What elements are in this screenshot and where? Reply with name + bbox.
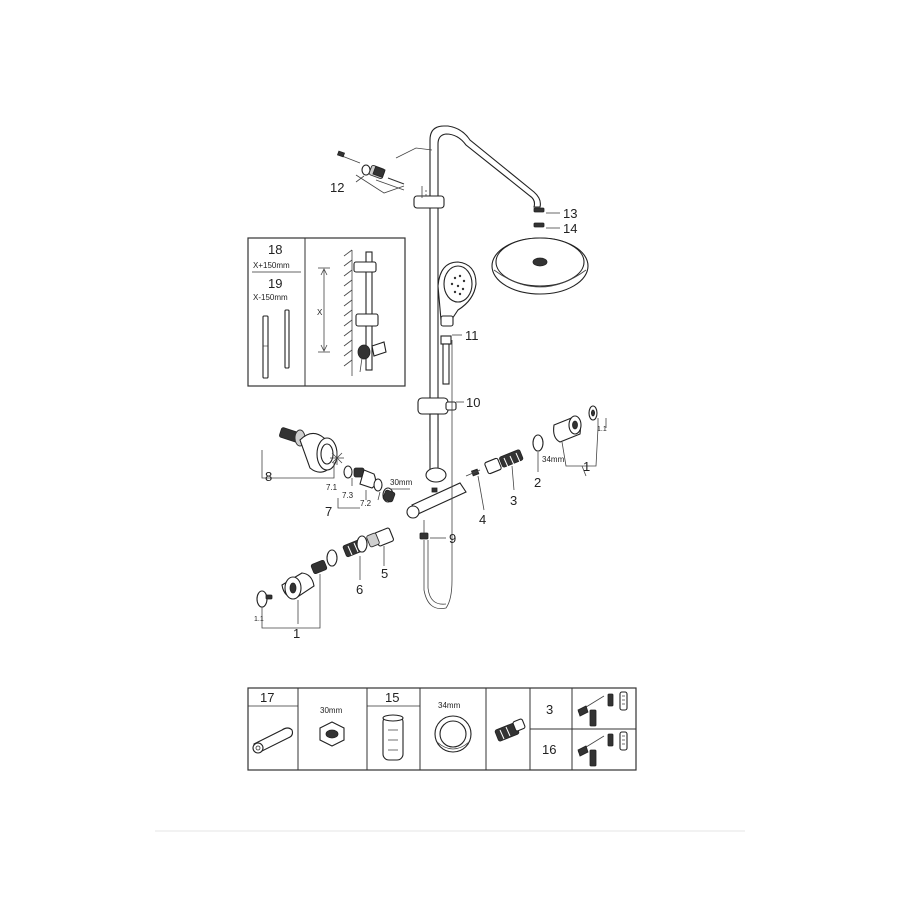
- legend-nut-size: 30mm: [320, 706, 343, 715]
- legend-ring-size: 34mm: [438, 701, 461, 710]
- shower-riser-assembly: [406, 125, 541, 609]
- thermostat-mixer: [411, 482, 467, 515]
- callout-9: 9: [449, 531, 456, 546]
- extension-tube-short: [284, 309, 290, 369]
- check-valve-6: [342, 535, 368, 558]
- connector-3: [484, 449, 524, 475]
- right-connection-parts: [465, 405, 598, 477]
- extension-tube-long: [262, 315, 269, 379]
- callout-1-1-left: 1.1: [254, 616, 264, 623]
- left-connection-lower: [256, 527, 394, 608]
- legend-label-16: 16: [542, 742, 556, 757]
- callout-14: 14: [563, 221, 577, 236]
- overhead-arm: [429, 125, 541, 208]
- callout-2: 2: [534, 475, 541, 490]
- legend-label-3: 3: [546, 702, 553, 717]
- callout-6: 6: [356, 582, 363, 597]
- inset-spec-19: X-150mm: [253, 293, 288, 302]
- callout-7: 7: [325, 504, 332, 519]
- callout-8: 8: [265, 469, 272, 484]
- connector-icon: [494, 718, 526, 742]
- bracket-fixing-12: [336, 147, 433, 194]
- leader-lines: [261, 175, 607, 629]
- inset-spec-18: X+150mm: [253, 261, 290, 270]
- callout-12: 12: [330, 180, 344, 195]
- dimension-x: X: [317, 308, 323, 317]
- shower-hose: [423, 340, 453, 609]
- escutcheon-1-right: [553, 405, 598, 443]
- ring-34-icon: [434, 715, 472, 753]
- eccentric-8: [279, 427, 338, 473]
- callout-5: 5: [381, 566, 388, 581]
- slider-10: [417, 397, 449, 415]
- adapter-5: [366, 527, 394, 548]
- wrench-icon: [252, 727, 294, 754]
- cartridge-sleeve-icon: [382, 714, 404, 761]
- wall-bracket-top: [413, 195, 445, 209]
- callout-1-right: 1: [583, 459, 590, 474]
- legend-label-17: 17: [260, 690, 274, 705]
- callout-3: 3: [510, 493, 517, 508]
- head-shower: [491, 207, 589, 295]
- inset-label-19: 19: [268, 276, 282, 291]
- callout-4: 4: [479, 512, 486, 527]
- callout-7-1: 7.1: [326, 483, 338, 492]
- callout-11: 11: [465, 328, 479, 343]
- screw-set-icon-16: [577, 731, 628, 767]
- dimension-30mm: 30mm: [390, 478, 413, 487]
- extension-inset: 18 X+150mm 19 X-150mm: [247, 237, 406, 387]
- escutcheon-1-left: [256, 549, 338, 608]
- screw-set-icon-3: [577, 691, 628, 727]
- callout-7-3: 7.3: [342, 491, 354, 500]
- ring-2: [532, 434, 544, 452]
- left-connection-upper: [279, 427, 396, 503]
- dimension-34mm: 34mm: [542, 455, 565, 464]
- callout-7-2: 7.2: [360, 499, 372, 508]
- hose-nut-11: [440, 335, 452, 345]
- outlet-9: [419, 520, 429, 540]
- legend-label-15: 15: [385, 690, 399, 705]
- callout-13: 13: [563, 206, 577, 221]
- callout-10: 10: [466, 395, 480, 410]
- callout-1-left: 1: [293, 626, 300, 641]
- inset-label-18: 18: [268, 242, 282, 257]
- lower-pipe: [429, 413, 439, 471]
- accessories-legend: 17 30mm 15 34mm: [247, 687, 637, 771]
- callout-1-1-right: 1.1: [597, 426, 607, 433]
- hex-nut-icon: [319, 721, 345, 747]
- hand-shower: [437, 261, 477, 385]
